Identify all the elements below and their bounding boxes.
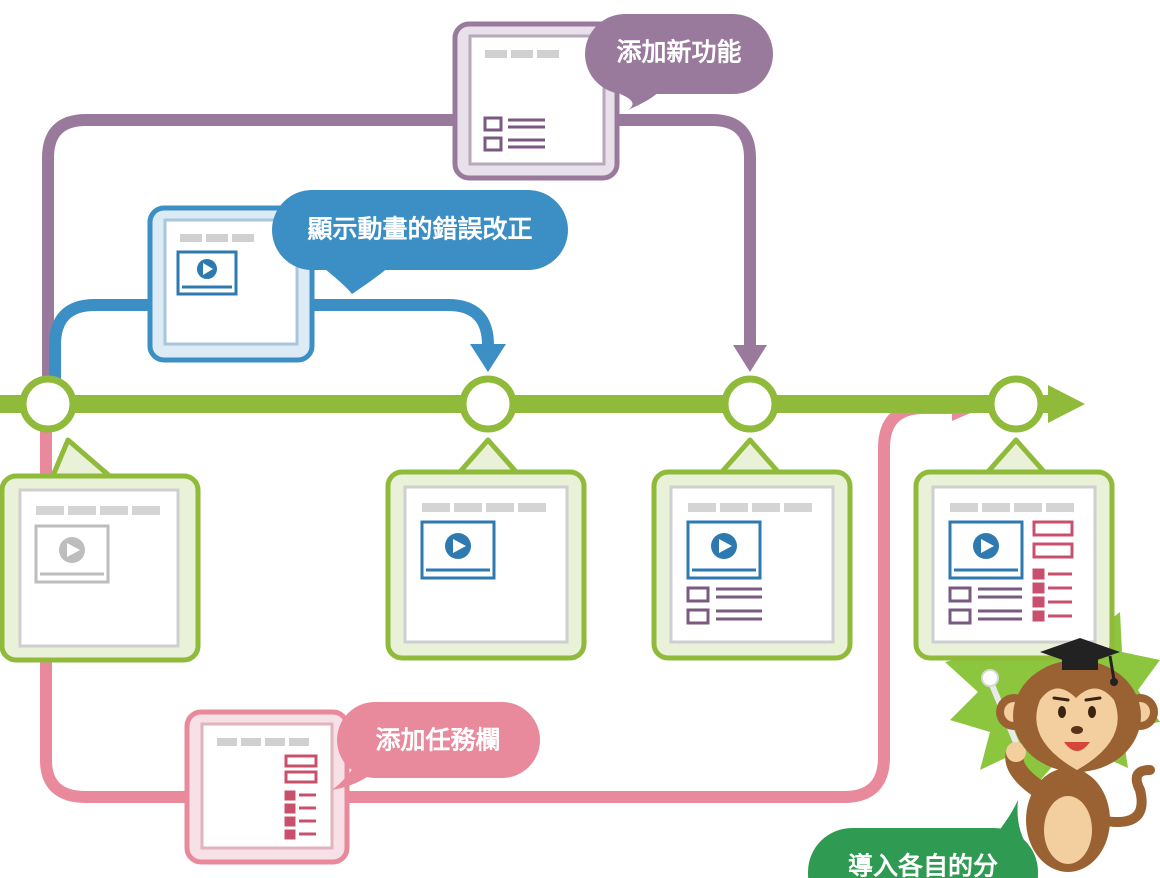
feature-branch-arrowhead — [733, 345, 767, 372]
list-icon — [483, 116, 545, 152]
merge-bubble: 導入各自的分 — [808, 800, 1038, 878]
snapshot-card-4 — [913, 437, 1115, 661]
feature-branch-card — [452, 21, 620, 181]
timeline-node-2 — [459, 375, 517, 433]
fix-animation-bubble: 顯示動畫的錯誤改正 — [272, 190, 568, 294]
add-taskbar-bubble: 添加任務欄 — [332, 702, 540, 790]
main-timeline-arrowhead — [1048, 385, 1085, 423]
timeline-node-3 — [721, 375, 779, 433]
snapshot-card-2 — [385, 437, 587, 661]
snapshot-card-1 — [0, 437, 201, 663]
timeline-node-1 — [19, 375, 77, 433]
feature-branch-line — [42, 114, 756, 405]
merge-label: 導入各自的分 — [848, 852, 998, 878]
video-panel — [176, 250, 238, 296]
add-taskbar-label: 添加任務欄 — [375, 726, 500, 755]
fix-animation-label: 顯示動畫的錯誤改正 — [307, 215, 532, 244]
side-panel-icon — [1032, 520, 1074, 622]
add-feature-bubble: 添加新功能 — [585, 14, 773, 110]
taskbar-branch-card — [184, 709, 350, 865]
timeline-node-4 — [987, 375, 1045, 433]
side-panel-icon — [284, 754, 318, 840]
taskbar-branch-line — [40, 402, 955, 803]
list-icon — [948, 586, 1022, 625]
list-icon — [686, 586, 762, 625]
bugfix-branch-arrowhead — [470, 344, 506, 372]
monkey-mascot — [981, 638, 1158, 872]
snapshot-card-3 — [651, 437, 853, 661]
add-feature-label: 添加新功能 — [616, 38, 741, 67]
mortarboard-icon — [1040, 638, 1120, 686]
